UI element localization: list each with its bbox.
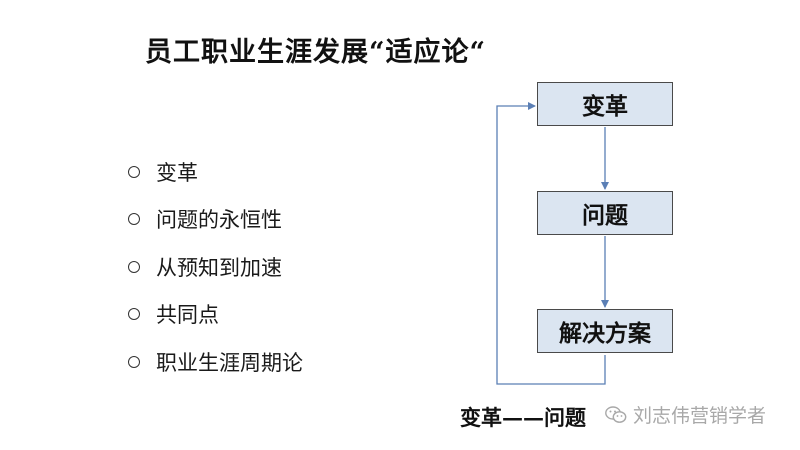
- watermark: 刘志伟营销学者: [605, 401, 766, 428]
- hollow-bullet-icon: [128, 355, 140, 368]
- bullet-label: 职业生涯周期论: [156, 350, 303, 375]
- watermark-text: 刘志伟营销学者: [633, 405, 767, 427]
- flow-box-label: 变革: [582, 94, 628, 120]
- hollow-bullet-icon: [128, 260, 140, 273]
- bullet-list: 变革 问题的永恒性 从预知到加速 共同点 职业生涯周期论: [128, 148, 303, 386]
- flow-caption: 变革——问题: [460, 405, 586, 430]
- bullet-label: 共同点: [156, 303, 219, 328]
- hollow-bullet-icon: [128, 308, 140, 321]
- flow-box-label: 问题: [582, 203, 628, 229]
- bullet-item: 问题的永恒性: [128, 196, 303, 244]
- flow-box-change: 变革: [537, 82, 673, 126]
- flow-box-label: 解决方案: [559, 321, 651, 347]
- bullet-label: 变革: [156, 160, 198, 185]
- flow-box-problem: 问题: [537, 191, 673, 235]
- wechat-icon: [605, 405, 627, 423]
- slide-title: 员工职业生涯发展“适应论“: [145, 37, 487, 68]
- arrow-feedback-loop: [496, 102, 606, 385]
- bullet-item: 共同点: [128, 291, 303, 339]
- bullet-label: 从预知到加速: [156, 255, 282, 280]
- bullet-item: 变革: [128, 148, 303, 196]
- flow-box-solution: 解决方案: [537, 309, 673, 353]
- bullet-item: 职业生涯周期论: [128, 338, 303, 386]
- bullet-label: 问题的永恒性: [156, 208, 282, 233]
- hollow-bullet-icon: [128, 213, 140, 226]
- hollow-bullet-icon: [128, 165, 140, 178]
- bullet-item: 从预知到加速: [128, 243, 303, 291]
